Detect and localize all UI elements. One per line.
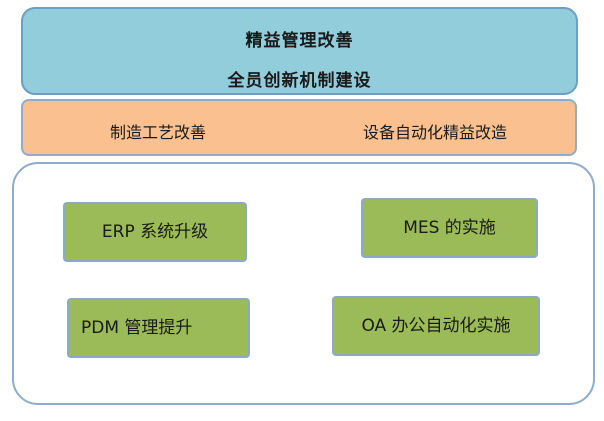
erp-upgrade-label: ERP 系统升级 — [101, 221, 209, 242]
pdm-improvement-label: PDM 管理提升 — [81, 317, 193, 338]
oa-automation-box: OA 办公自动化实施 — [332, 296, 540, 356]
oa-automation-label: OA 办公自动化实施 — [361, 315, 511, 336]
top-banner-line-1: 精益管理改善 — [245, 31, 354, 51]
top-banner: 精益管理改善 全员创新机制建设 — [21, 7, 578, 95]
mes-implementation-label: MES 的实施 — [403, 217, 496, 238]
middle-band-right-label: 设备自动化精益改造 — [363, 123, 508, 142]
top-banner-line-2: 全员创新机制建设 — [227, 71, 372, 91]
mes-implementation-box: MES 的实施 — [361, 198, 538, 258]
pdm-improvement-box: PDM 管理提升 — [67, 298, 250, 358]
middle-band: 制造工艺改善 设备自动化精益改造 — [21, 99, 577, 156]
erp-upgrade-box: ERP 系统升级 — [63, 202, 247, 262]
middle-band-left-label: 制造工艺改善 — [110, 123, 207, 142]
